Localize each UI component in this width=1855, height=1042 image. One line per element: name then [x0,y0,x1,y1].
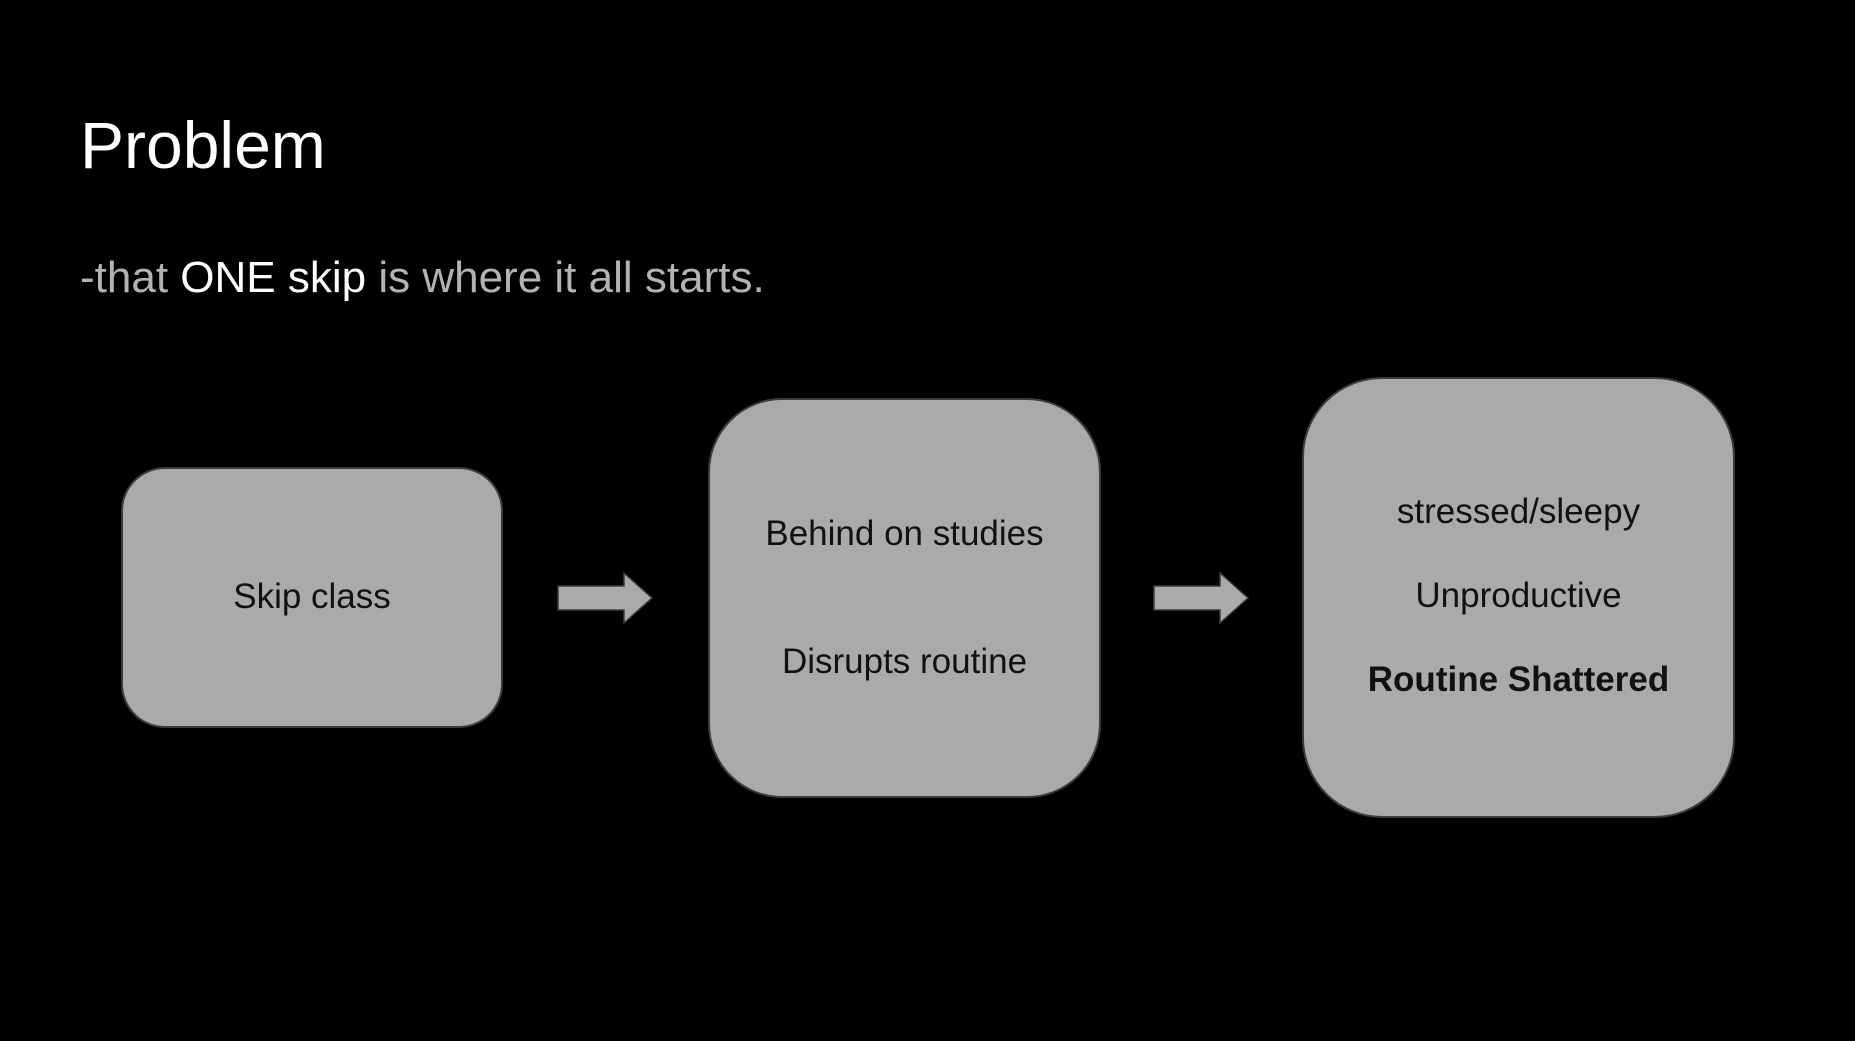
flow-box-skip-class: Skip class [121,467,503,728]
box2-line1: Behind on studies [765,514,1044,553]
box3-line3: Routine Shattered [1367,660,1670,699]
box1-line1: Skip class [233,577,391,616]
slide-subtitle: -that ONE skip is where it all starts. [80,250,765,306]
box3-line2: Unproductive [1415,576,1622,615]
box2-line2: Disrupts routine [781,642,1028,681]
subtitle-suffix: is where it all starts. [366,253,765,302]
box3-line1: stressed/sleepy [1396,492,1641,531]
flow-box-consequences: stressed/sleepy Unproductive Routine Sha… [1302,377,1735,818]
subtitle-prefix: -that [80,253,181,302]
right-arrow-icon [1153,571,1250,625]
right-arrow-icon [557,571,654,625]
flow-box-behind-on-studies: Behind on studies Disrupts routine [708,398,1101,798]
slide-title: Problem [80,108,326,182]
subtitle-emphasis: ONE skip [180,253,367,302]
